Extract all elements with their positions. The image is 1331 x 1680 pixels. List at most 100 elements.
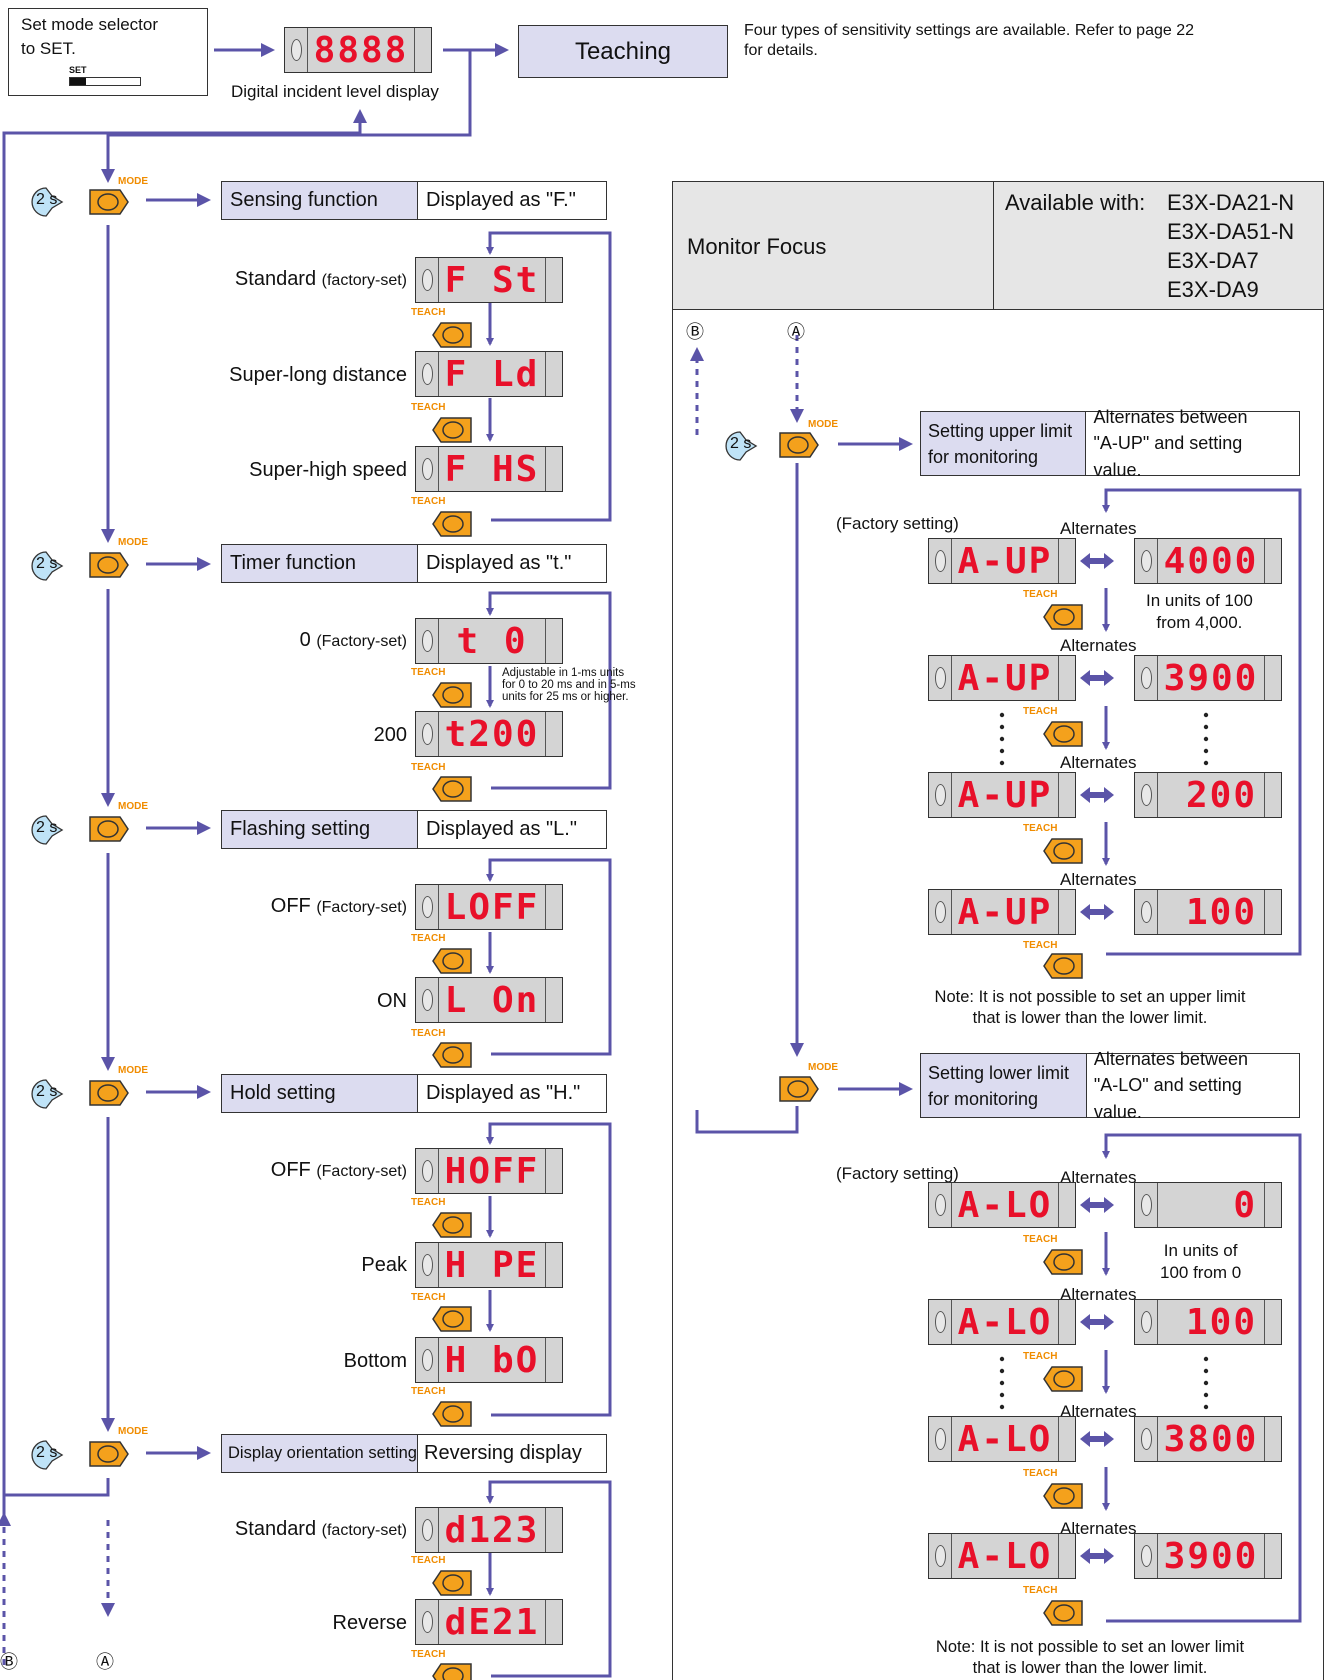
display-3900: 3900 bbox=[1134, 655, 1282, 701]
lower-limit-note: Note: It is not possible to set an lower… bbox=[935, 1638, 1245, 1678]
monitor-focus-title: Monitor Focus bbox=[687, 234, 827, 259]
teach-button[interactable] bbox=[431, 1305, 473, 1333]
display-h-bo: H bO bbox=[415, 1337, 563, 1383]
teach-button[interactable] bbox=[431, 321, 473, 349]
mode-label: MODE bbox=[118, 176, 148, 187]
orientation-option-standard: Standard (factory-set) bbox=[234, 1518, 407, 1540]
teach-button[interactable] bbox=[431, 1662, 473, 1680]
teach-label: TEACH bbox=[411, 1386, 446, 1397]
teach-button[interactable] bbox=[431, 1211, 473, 1239]
factory-setting-label: (Factory setting) bbox=[836, 514, 959, 533]
hold-display: Displayed as "H." bbox=[426, 1082, 581, 1104]
teach-button[interactable] bbox=[431, 681, 473, 709]
teach-button[interactable] bbox=[431, 1569, 473, 1597]
teach-label: TEACH bbox=[1023, 1351, 1058, 1362]
available-with-label: Available with: bbox=[1005, 190, 1146, 215]
mode-label: MODE bbox=[808, 1062, 838, 1073]
orientation-title: Display orientation setting bbox=[222, 1435, 418, 1472]
monitor-focus-header: Monitor Focus Available with: E3X-DA21-N… bbox=[672, 181, 1324, 310]
teach-button[interactable] bbox=[1042, 720, 1084, 748]
selector-text-line2: to SET. bbox=[21, 39, 76, 58]
alternates-label: Alternates bbox=[1060, 870, 1137, 889]
display-a-up: A-UP bbox=[928, 538, 1076, 584]
teach-button[interactable] bbox=[431, 416, 473, 444]
hold-option-peak: Peak bbox=[361, 1254, 407, 1276]
flashing-setting-header: Flashing setting Displayed as "L." bbox=[221, 810, 607, 849]
flashing-option-off: OFF (Factory-set) bbox=[270, 895, 407, 917]
two-second-bubble bbox=[725, 431, 758, 461]
sensing-display: Displayed as "F." bbox=[426, 189, 576, 211]
teach-button[interactable] bbox=[431, 775, 473, 803]
teach-button[interactable] bbox=[1042, 1482, 1084, 1510]
timer-function-header: Timer function Displayed as "t." bbox=[221, 544, 607, 583]
flashing-title: Flashing setting bbox=[222, 811, 418, 848]
two-second-label: 2 s bbox=[36, 1444, 58, 1461]
teach-button[interactable] bbox=[1042, 1599, 1084, 1627]
display-a-up: A-UP bbox=[928, 655, 1076, 701]
mode-button[interactable] bbox=[778, 1075, 820, 1103]
model-2: E3X-DA51-N bbox=[1167, 219, 1295, 244]
mode-button[interactable] bbox=[88, 551, 130, 579]
orientation-display: Reversing display bbox=[424, 1442, 582, 1464]
upper-limit-note: Note: It is not possible to set an upper… bbox=[934, 988, 1246, 1028]
alternates-label: Alternates bbox=[1060, 1168, 1137, 1187]
display-h-off: HOFF bbox=[415, 1148, 563, 1194]
display-a-up: A-UP bbox=[928, 889, 1076, 935]
connector-b-label: Ⓑ bbox=[0, 1652, 18, 1672]
teach-button[interactable] bbox=[431, 1400, 473, 1428]
teach-button[interactable] bbox=[431, 947, 473, 975]
timer-option-200: 200 bbox=[373, 724, 407, 746]
teach-button[interactable] bbox=[1042, 1248, 1084, 1276]
hold-title: Hold setting bbox=[222, 1075, 418, 1112]
mode-button[interactable] bbox=[778, 431, 820, 459]
connector-a-label: Ⓐ bbox=[787, 322, 805, 342]
mode-button[interactable] bbox=[88, 815, 130, 843]
teach-label: TEACH bbox=[411, 496, 446, 507]
teaching-box: Teaching bbox=[518, 25, 728, 78]
lower-limit-desc: Alternates between"A-LO" and setting val… bbox=[1093, 1049, 1248, 1122]
teach-button[interactable] bbox=[1042, 837, 1084, 865]
mode-button[interactable] bbox=[88, 1440, 130, 1468]
teach-button[interactable] bbox=[1042, 1365, 1084, 1393]
teach-label: TEACH bbox=[411, 762, 446, 773]
two-second-label: 2 s bbox=[730, 435, 752, 452]
two-second-bubble bbox=[31, 187, 64, 217]
display-t-0: t 0 bbox=[415, 618, 563, 664]
display-d-reverse: dE21 bbox=[415, 1599, 563, 1645]
mode-label: MODE bbox=[808, 419, 838, 430]
display-a-lo: A-LO bbox=[928, 1182, 1076, 1228]
teach-label: TEACH bbox=[1023, 940, 1058, 951]
teach-label: TEACH bbox=[1023, 1468, 1058, 1479]
selector-switch-label: SET bbox=[69, 65, 87, 75]
alternates-label: Alternates bbox=[1060, 1402, 1137, 1421]
two-second-label: 2 s bbox=[36, 555, 58, 572]
timer-title: Timer function bbox=[222, 545, 418, 582]
two-second-bubble bbox=[31, 551, 64, 581]
two-second-bubble bbox=[31, 815, 64, 845]
selector-switch[interactable] bbox=[69, 77, 141, 86]
mode-button[interactable] bbox=[88, 1079, 130, 1107]
alternates-label: Alternates bbox=[1060, 636, 1137, 655]
sensitivity-note-line1: Four types of sensitivity settings are a… bbox=[744, 22, 1195, 39]
mode-label: MODE bbox=[118, 1065, 148, 1076]
sensing-option-speed: Super-high speed bbox=[249, 459, 407, 481]
orientation-setting-header: Display orientation setting Reversing di… bbox=[221, 1434, 607, 1473]
orientation-option-reverse: Reverse bbox=[332, 1612, 407, 1634]
teach-button[interactable] bbox=[431, 1041, 473, 1069]
display-200: 200 bbox=[1134, 772, 1282, 818]
display-0: 0 bbox=[1134, 1182, 1282, 1228]
teach-button[interactable] bbox=[1042, 952, 1084, 980]
two-second-bubble bbox=[31, 1440, 64, 1470]
teach-label: TEACH bbox=[1023, 589, 1058, 600]
teach-button[interactable] bbox=[1042, 603, 1084, 631]
teach-button[interactable] bbox=[431, 510, 473, 538]
display-a-lo: A-LO bbox=[928, 1416, 1076, 1462]
alternates-label: Alternates bbox=[1060, 753, 1137, 772]
mode-button[interactable] bbox=[88, 188, 130, 216]
two-second-label: 2 s bbox=[36, 191, 58, 208]
